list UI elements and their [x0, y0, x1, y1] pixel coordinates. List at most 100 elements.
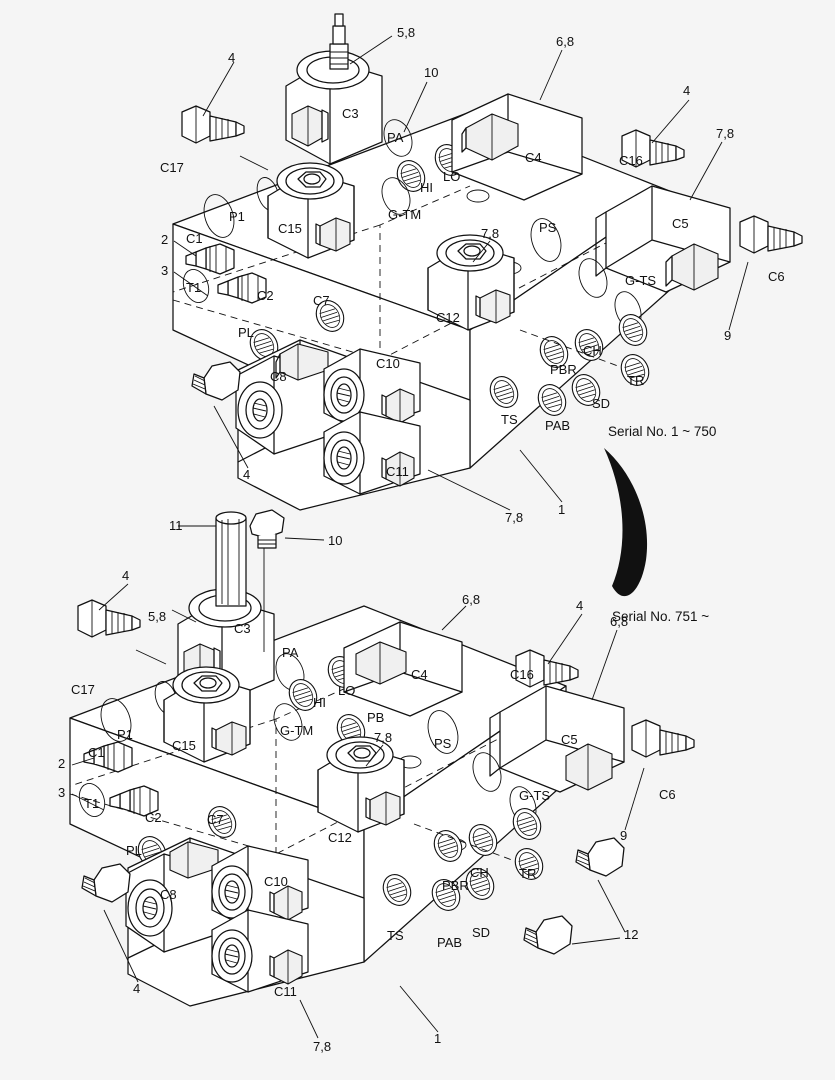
upper-valve-c11	[323, 411, 421, 495]
upper-callout-2-leader	[173, 240, 197, 257]
upper-callout-10-leader	[403, 81, 428, 133]
upper-c17-leader	[239, 155, 269, 171]
upper-callout-10: 10	[424, 65, 438, 80]
upper-label-gtm: G-TM	[388, 207, 421, 222]
separator-swoosh	[604, 448, 648, 597]
lower-label-c4: C4	[411, 667, 428, 682]
upper-label-c2: C2	[257, 288, 274, 303]
lower-label-c15: C15	[172, 738, 196, 753]
lower-label-pl: PL	[126, 843, 142, 858]
lower-label-c2: C2	[145, 810, 162, 825]
upper-label-c5: C5	[672, 216, 689, 231]
upper-port-t1-oval	[182, 269, 210, 303]
upper-callout-1-leader	[519, 449, 563, 503]
lower-label-c3: C3	[234, 621, 251, 636]
upper-label-hi: HI	[420, 180, 433, 195]
lower-label-gts: G-TS	[519, 788, 550, 803]
lower-callout-1: 1	[434, 1031, 441, 1046]
upper-label-t1: T1	[186, 280, 201, 295]
lower-plug-12b	[523, 915, 573, 955]
upper-callout-1: 1	[558, 502, 565, 517]
lower-c17-leader	[135, 649, 167, 665]
lower-label-pa: PA	[282, 645, 299, 660]
lower-callout-12-leader-b	[571, 937, 621, 945]
lower-callout-1-leader	[399, 985, 439, 1033]
upper-bolt-c6	[739, 215, 803, 254]
upper-callout-7-8-bottom-leader	[427, 469, 511, 511]
lower-plug-12a	[575, 837, 625, 877]
lower-callout-3: 3	[58, 785, 65, 800]
upper-label-pa: PA	[387, 130, 404, 145]
lower-assembly: 11 10 4 5,8 6,8 4 6,8 7,8 2 3 9 4 7,8 1 …	[58, 509, 709, 1054]
upper-blank-oval-3	[578, 258, 608, 298]
upper-assembly: 4 5,8 10 6,8 4 7,8 2 3 7,8 9 4 7,8 1 C17…	[160, 13, 803, 525]
lower-label-gtm: G-TM	[280, 723, 313, 738]
lower-label-tr: TR	[519, 866, 536, 881]
upper-callout-7-8-right-leader	[689, 141, 723, 201]
lower-callout-10: 10	[328, 533, 342, 548]
upper-callout-3-leader	[173, 271, 209, 297]
lower-valve-c11	[211, 909, 309, 993]
upper-label-ts: TS	[501, 412, 518, 427]
upper-callout-2: 2	[161, 232, 168, 247]
lower-plug-c8	[81, 863, 131, 903]
upper-label-c3: C3	[342, 106, 359, 121]
lower-port-p1-oval	[100, 698, 132, 742]
lower-callout-10-leader	[284, 537, 325, 541]
upper-label-c11: C11	[386, 464, 409, 479]
lower-valve-c4	[343, 621, 463, 717]
upper-label-p1: P1	[229, 209, 245, 224]
upper-callout-7-8-right: 7,8	[716, 126, 734, 141]
upper-port-ps-oval	[530, 218, 562, 262]
lower-callout-7-8-mid: 7,8	[374, 730, 392, 745]
lower-label-hi: HI	[313, 695, 326, 710]
lower-label-sd: SD	[472, 925, 490, 940]
upper-callout-6-8-leader	[539, 49, 563, 101]
lower-callout-7-8-mid-leader	[365, 744, 384, 767]
upper-label-c16: C16	[619, 153, 643, 168]
upper-serial-caption: Serial No. 1 ~ 750	[608, 424, 716, 439]
upper-plug-c8	[191, 361, 241, 401]
lower-bolt-c17	[77, 599, 141, 638]
lower-callout-6-8-right: 6,8	[610, 614, 628, 629]
lower-valve-c5	[489, 685, 625, 793]
lower-label-pbr: PBR	[442, 878, 469, 893]
upper-valve-c3	[285, 13, 383, 165]
lower-callout-3-leader	[71, 793, 105, 811]
lower-callout-6-8-top: 6,8	[462, 592, 480, 607]
upper-callout-4-left: 4	[243, 467, 250, 482]
lower-label-c7: C7	[207, 812, 224, 827]
lower-callout-4-left: 4	[133, 981, 140, 996]
upper-callout-4-topright: 4	[683, 83, 690, 98]
upper-label-c4: C4	[525, 150, 542, 165]
upper-label-pl: PL	[238, 325, 254, 340]
lower-port-ps-oval	[427, 710, 459, 754]
lower-dash-face	[413, 823, 513, 861]
lower-label-c5: C5	[561, 732, 578, 747]
upper-label-pbr: PBR	[550, 362, 577, 377]
upper-label-c8: C8	[270, 369, 287, 384]
lower-callout-11: 11	[169, 518, 183, 533]
upper-label-c10: C10	[376, 356, 400, 371]
upper-blank-oval-1	[466, 189, 490, 203]
lower-valve-c3	[177, 511, 275, 703]
lower-label-ps: PS	[434, 736, 452, 751]
upper-label-lo: LO	[443, 169, 460, 184]
upper-label-c1: C1	[186, 231, 203, 246]
upper-label-c12: C12	[436, 310, 460, 325]
upper-callout-9: 9	[724, 328, 731, 343]
lower-serial-caption: Serial No. 751 ~	[612, 609, 709, 624]
upper-label-tr: TR	[627, 373, 644, 388]
lower-label-c6: C6	[659, 787, 676, 802]
upper-dash-face	[519, 329, 619, 367]
upper-callout-9-leader	[728, 261, 749, 331]
upper-valve-c5	[595, 185, 731, 293]
upper-label-gts: G-TS	[625, 273, 656, 288]
lower-callout-6-8-top-leader	[441, 605, 467, 631]
upper-label-c15: C15	[278, 221, 302, 236]
lower-label-c1: C1	[88, 745, 105, 760]
upper-callout-7-8-bottom: 7,8	[505, 510, 523, 525]
upper-bolt-c17	[181, 105, 245, 144]
